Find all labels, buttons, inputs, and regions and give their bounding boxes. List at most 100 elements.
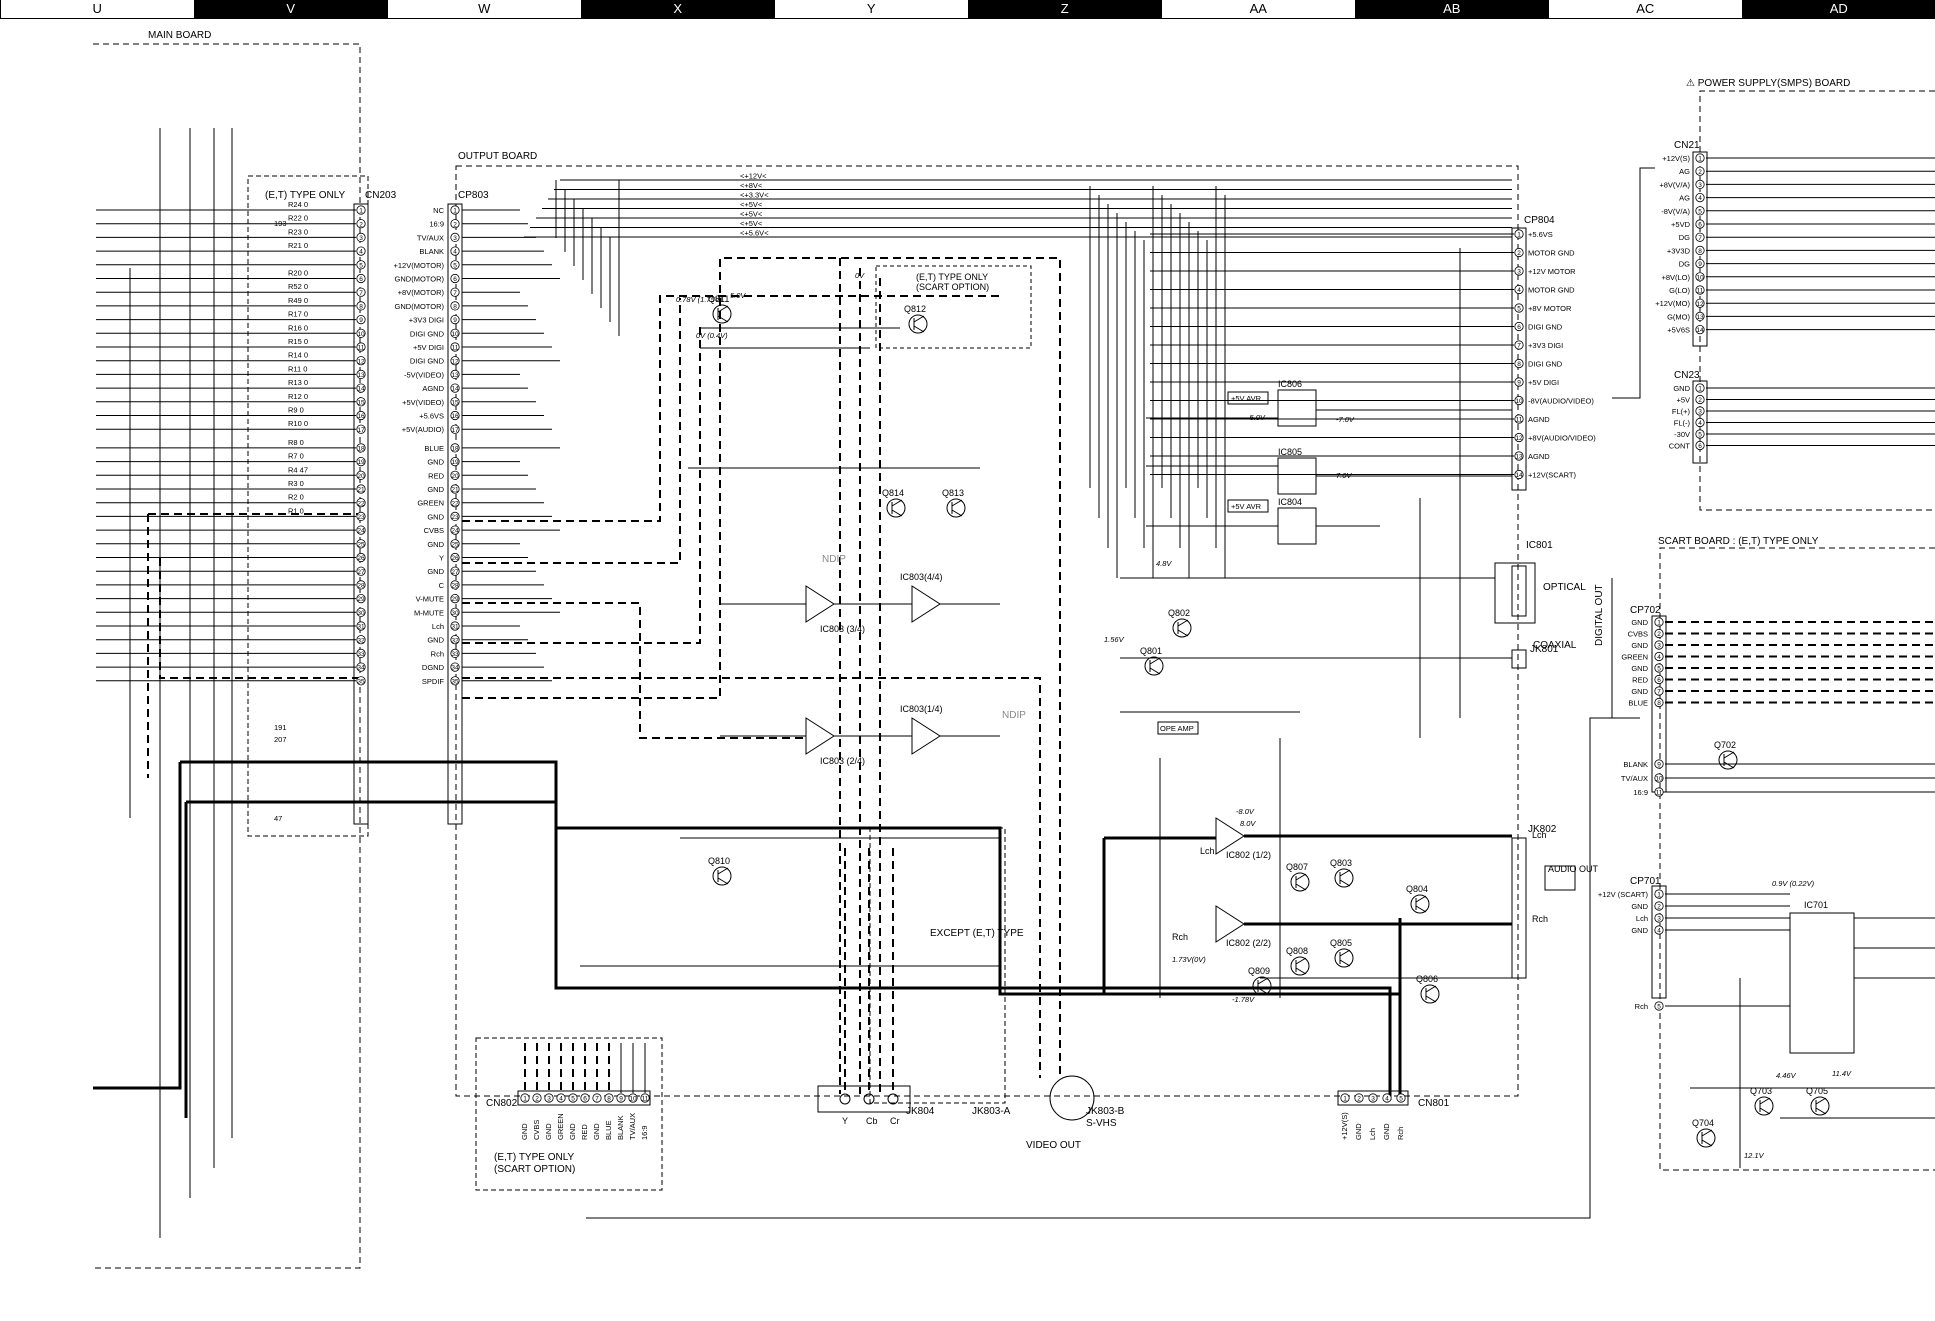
cn23-pin-3 — [1695, 406, 1705, 416]
cp804-pin-5 — [1514, 303, 1524, 313]
cp701-pin-5-num: 5 — [1657, 1004, 1661, 1011]
cp803-pin-24 — [450, 525, 460, 535]
cp804-pin-12-num: 12 — [1515, 435, 1523, 442]
cn203-res-10: R14 0 — [288, 351, 308, 360]
cn802-pin-6-num: 6 — [583, 1096, 587, 1103]
cn203-pin-17 — [356, 424, 366, 434]
cn203-pin-12-num: 12 — [357, 358, 365, 365]
cn21-pin-12 — [1695, 298, 1705, 308]
cp701-pin-5 — [1654, 1001, 1664, 1011]
cp803-pin-4-num: 4 — [453, 249, 457, 256]
cn203-res-16: R8 0 — [288, 438, 304, 447]
cn203-res-8: R16 0 — [288, 323, 308, 332]
cn802-pin-4-num: 4 — [559, 1096, 563, 1103]
cn203-pin-32 — [356, 635, 366, 645]
cn203-pin-4 — [356, 246, 366, 256]
cn203-pin-31-num: 31 — [357, 624, 365, 631]
cp702-pin-label-6: RED — [1632, 676, 1648, 685]
power-board-outline — [1699, 90, 1935, 511]
transistor-label-q705: Q705 — [1806, 1086, 1828, 1096]
et-scart-bottom-1: (E,T) TYPE ONLY — [494, 1152, 575, 1163]
cn802-pin-2 — [532, 1093, 542, 1103]
cp803-pin-label-23: GND — [427, 512, 444, 521]
video-dashed-7 — [462, 677, 1041, 1078]
cn21-pin-13 — [1695, 311, 1705, 321]
cp804-pin-5-num: 5 — [1517, 306, 1521, 313]
ic803-24-triangle — [805, 717, 835, 755]
cn802-pin-7-num: 7 — [595, 1096, 599, 1103]
cn21-pin-label-3: +8V(V/A) — [1659, 180, 1690, 189]
cn801-label: CN801 — [1418, 1098, 1450, 1109]
cp803-pin-label-27: GND — [427, 567, 444, 576]
ic805-label: IC805 — [1278, 447, 1302, 457]
zone-u: U — [0, 0, 194, 18]
cp803-pin-15-num: 15 — [451, 399, 459, 406]
cp803-pin-label-8: GND(MOTOR) — [395, 302, 445, 311]
cp803-pin-14 — [450, 383, 460, 393]
cp803-pin-label-9: +3V3 DIGI — [409, 316, 444, 325]
cn203-pin-15-num: 15 — [357, 399, 365, 406]
cn21-body — [1692, 151, 1708, 347]
cn802-pin-2-num: 2 — [535, 1096, 539, 1103]
cp803-pin-label-31: Lch — [432, 622, 444, 631]
output-board-title: OUTPUT BOARD — [458, 151, 537, 162]
cn21-pin-11 — [1695, 285, 1705, 295]
cn21-pin-7 — [1695, 232, 1705, 242]
cp803-pin-30 — [450, 607, 460, 617]
transistor-q704 — [1696, 1128, 1716, 1148]
voltage-0: 0.78V (1.75V) — [676, 295, 723, 304]
cn802-pin-label-8: BLUE — [604, 1120, 613, 1140]
cn801-pin-label-4: GND — [1382, 1123, 1391, 1140]
cn21-pin-label-10: +8V(LO) — [1661, 273, 1690, 282]
digital-out-label: DIGITAL OUT — [1594, 584, 1605, 646]
ic802-12-triangle — [1215, 817, 1245, 855]
transistor-q811 — [712, 304, 732, 324]
cp803-pin-9 — [450, 314, 460, 325]
cp702-pin-10-num: 10 — [1655, 776, 1663, 783]
cp702-pin-label-8: BLUE — [1628, 699, 1648, 708]
cp702-pin-10 — [1654, 773, 1664, 783]
voltage-2: 0V (0.4V) — [696, 331, 728, 340]
cp702-pin-label-9: BLANK — [1623, 760, 1648, 769]
cn23-pin-label-4: FL(-) — [1674, 419, 1691, 428]
transistor-q705 — [1810, 1096, 1830, 1116]
cn21-pin-2 — [1695, 166, 1705, 176]
cn203-res-0: R24 0 — [288, 200, 308, 209]
cn203-res-1: R22 0 — [288, 214, 308, 223]
cn23-pin-6 — [1695, 440, 1705, 451]
cn802-pin-3 — [544, 1093, 554, 1103]
cp702-pin-label-4: GREEN — [1621, 653, 1648, 662]
cp701-pin-label-3: Lch — [1636, 914, 1648, 923]
cn802-pin-label-7: GND — [592, 1123, 601, 1140]
cn203-pin-33 — [356, 648, 366, 659]
cn203-pin-33-num: 33 — [357, 651, 365, 658]
jk801-label: JK801 — [1530, 644, 1559, 655]
cn801-pin-1 — [1340, 1093, 1350, 1103]
transistor-label-q810: Q810 — [708, 856, 730, 866]
cp804-pin-label-13: AGND — [1528, 452, 1550, 461]
cn203-pin-11 — [356, 342, 366, 352]
cn203-pin-24-num: 24 — [357, 528, 365, 535]
ope-amp-label-box — [1157, 721, 1199, 735]
cn802-pin-label-4: GREEN — [556, 1113, 565, 1140]
cp803-pin-17-num: 17 — [451, 427, 459, 434]
transistor-label-q703: Q703 — [1750, 1086, 1772, 1096]
cp702-pin-4-num: 4 — [1657, 654, 1661, 661]
cn802-pin-label-11: 16:9 — [640, 1125, 649, 1140]
cp803-pin-14-num: 14 — [451, 386, 459, 393]
cn203-res-17: R7 0 — [288, 452, 304, 461]
transistor-q805 — [1334, 948, 1354, 968]
ic803-34-label: IC803 (3/4) — [820, 624, 865, 634]
cn21-pin-6 — [1695, 219, 1705, 229]
cn203-pin-3-num: 3 — [359, 235, 363, 242]
cp803-pin-label-17: +5V(AUDIO) — [402, 425, 445, 434]
transistor-label-q812: Q812 — [904, 304, 926, 314]
cn203-res-4: R20 0 — [288, 269, 308, 278]
transistor-q801-leads — [1149, 657, 1161, 675]
cp803-pin-12-num: 12 — [451, 358, 459, 365]
cn23-pin-4 — [1695, 417, 1705, 428]
cp702-label: CP702 — [1630, 605, 1661, 616]
cn203-pin-28-num: 28 — [357, 583, 365, 590]
cn203-res-20: R2 0 — [288, 493, 304, 502]
